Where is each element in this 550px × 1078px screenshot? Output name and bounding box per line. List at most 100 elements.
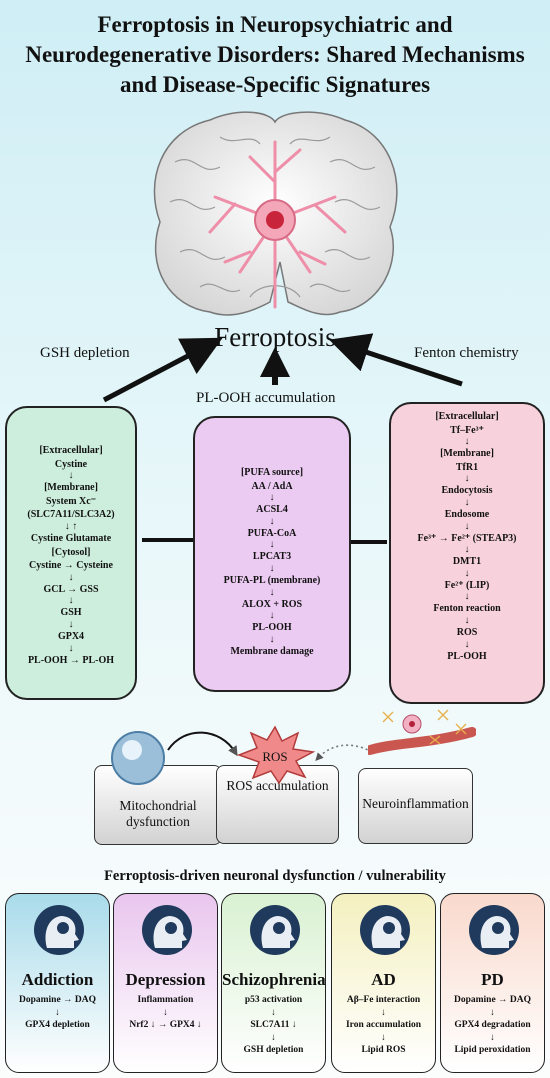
disorder-name: AD — [371, 970, 396, 989]
split-face-icon — [249, 904, 301, 956]
iron-pathway-panel: [Extracellular] Tf–Fe³⁺ ↓ [Membrane] TfR… — [389, 402, 545, 704]
down-arrow: ↓ — [269, 610, 275, 622]
mitochondrial-dysfunction-box: Mitochondrial dysfunction — [94, 765, 222, 845]
fenton-chemistry-label: Fenton chemistry — [414, 345, 519, 361]
down-arrow: ↓ — [269, 586, 275, 598]
neuroinflammation-label: Neuroinflammation — [362, 796, 469, 811]
panel-line: [PUFA source] — [240, 467, 304, 478]
cannabis-head-icon — [33, 904, 85, 956]
pl-ooh-accumulation-label: PL-OOH accumulation — [196, 390, 336, 406]
panel-line: (SLC7A11/SLC3A2) — [27, 509, 115, 521]
down-arrow: ↓ — [68, 571, 74, 583]
down-arrow: ↓ — [271, 1032, 276, 1043]
title-line-3: and Disease-Specific Signatures — [119, 72, 431, 97]
down-arrow: ↓ — [68, 618, 74, 630]
down-arrow: ↓ — [464, 436, 470, 448]
mechanism-line: Inflammation — [137, 995, 194, 1005]
disorder-name: Schizophrenia — [222, 970, 326, 989]
panel-line: Fe³⁺ → Fe²⁺ (STEAP3) — [417, 532, 517, 544]
title-line-2: Neurodegenerative Disorders: Shared Mech… — [25, 42, 525, 67]
panel-line: GCL → GSS — [43, 583, 99, 595]
panel-line: Membrane damage — [230, 645, 314, 657]
down-arrow: ↓ — [269, 562, 275, 574]
disorder-mechanism: Aβ–Fe interaction↓Iron accumulation↓Lipi… — [332, 994, 435, 1057]
footer-title: Ferroptosis-driven neuronal dysfunction … — [104, 868, 446, 884]
panel-line: Endocytosis — [441, 485, 493, 497]
disorder-name: Addiction — [21, 970, 94, 989]
ros-accumulation-label: ROS accumulation — [226, 778, 329, 793]
panel-line: Fe²⁺ (LIP) — [444, 579, 490, 591]
neuroinflammation-to-ros-arrow — [315, 744, 373, 761]
panel-line: PL-OOH — [252, 622, 292, 634]
panel-line: LPCAT3 — [252, 551, 292, 563]
down-arrow: ↓ — [269, 633, 275, 645]
mechanism-line: GPX4 depletion — [25, 1020, 90, 1030]
panel-line: GPX4 — [57, 630, 85, 642]
disorder-name: PD — [481, 970, 504, 989]
down-arrow: ↓ — [381, 1007, 386, 1018]
title-line-1: Ferroptosis in Neuropsychiatric and — [97, 12, 453, 37]
panel-line: [Membrane] — [440, 448, 494, 460]
mitochondrial-dysfunction-label: Mitochondrial dysfunction — [119, 798, 197, 829]
mito-to-ros-arrow — [167, 731, 238, 757]
down-arrow: ↓ — [269, 539, 275, 551]
panel-line: GSH — [60, 607, 82, 619]
down-arrow: ↓ — [464, 496, 470, 508]
disorder-mechanism: Dopamine → DAQ↓GPX4 degradation↓Lipid pe… — [441, 994, 544, 1057]
puzzle-brain-icon — [468, 904, 520, 956]
disorder-mechanism: Dopamine → DAQ ↓ GPX4 depletion — [6, 994, 109, 1032]
panel-line: ALOX + ROS — [241, 598, 303, 610]
panel-line: ACSL4 — [256, 504, 288, 516]
gsh-to-ferroptosis-arrow — [102, 337, 223, 403]
down-arrow: ↓ — [490, 1032, 495, 1043]
down-arrow: ↓ — [68, 470, 74, 482]
gsh-pathway-panel: [Extracellular] Cystine ↓ [Membrane] Sys… — [5, 406, 137, 700]
panel-line: Cystine Glutamate — [30, 532, 112, 544]
mechanism-line: Dopamine → DAQ — [18, 995, 97, 1005]
down-arrow: ↓ — [68, 595, 74, 607]
panel-line: PUFA-CoA — [247, 527, 297, 539]
down-arrow: ↓ — [271, 1007, 276, 1018]
mechanism-line: Dopamine → DAQ — [453, 995, 532, 1005]
panel-line: Fenton reaction — [433, 603, 501, 615]
brain-neuron-illustration — [153, 111, 398, 316]
panel-line: Endosome — [444, 508, 490, 520]
down-arrow: ↓ — [464, 473, 470, 485]
mechanism-line: Aβ–Fe interaction — [346, 995, 421, 1005]
raincloud-head-icon — [141, 904, 193, 956]
disorder-mechanism: p53 activation↓SLC7A11 ↓↓GSH depletion — [222, 994, 325, 1057]
mechanism-line: GPX4 degradation — [454, 1020, 531, 1030]
down-arrow: ↓ — [464, 544, 470, 556]
panel-line: [Cytosol] — [51, 546, 91, 558]
exchange-arrows: ↓ ↑ — [64, 520, 78, 532]
microglia-vessel-icon — [368, 709, 476, 755]
ros-star-icon: ROS — [236, 725, 315, 785]
mechanism-line: Lipid ROS — [361, 1045, 406, 1055]
mechanism-line: Nrf2 ↓ → GPX4 ↓ — [129, 1020, 202, 1030]
panel-line: [Extracellular] — [39, 445, 103, 456]
ros-star-label: ROS — [262, 749, 287, 764]
panel-line: PL-OOH — [447, 650, 487, 662]
neuroinflammation-box: Neuroinflammation — [358, 768, 473, 844]
panel-line: PL-OOH → PL-OH — [27, 654, 115, 666]
mechanism-line: SLC7A11 ↓ — [250, 1020, 297, 1030]
down-arrow: ↓ — [464, 614, 470, 626]
fenton-to-ferroptosis-arrow — [329, 333, 463, 387]
down-arrow: ↓ — [68, 642, 74, 654]
panel-line: Tf–Fe³⁺ — [450, 424, 484, 436]
mechanism-line: GSH depletion — [243, 1045, 304, 1055]
mechanism-line: Lipid peroxidation — [454, 1045, 531, 1055]
neuron-nucleus — [266, 211, 284, 229]
disorder-mechanism: Inflammation↓Nrf2 ↓ → GPX4 ↓ — [114, 994, 217, 1032]
mitochondria-icon — [111, 731, 165, 785]
down-arrow: ↓ — [55, 1007, 60, 1018]
down-arrow: ↓ — [464, 520, 470, 532]
panel-line: ROS — [456, 626, 478, 638]
panel-line: [Extracellular] — [435, 411, 499, 422]
down-arrow: ↓ — [381, 1032, 386, 1043]
down-arrow: ↓ — [464, 567, 470, 579]
